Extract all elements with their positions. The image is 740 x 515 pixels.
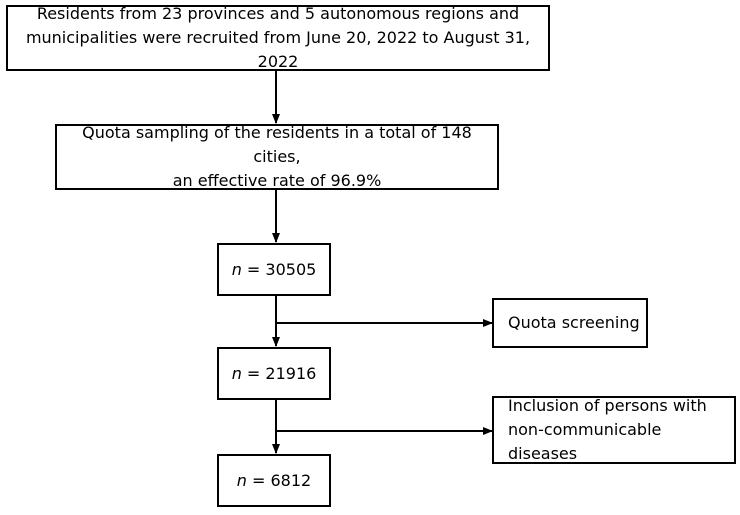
n-symbol: n [231, 259, 242, 279]
quota-sampling-line-1: Quota sampling of the residents in a tot… [82, 123, 472, 166]
n-symbol: n [231, 363, 242, 383]
quota-sampling-line-2: an effective rate of 96.9% [172, 171, 382, 190]
n-value: 21916 [265, 363, 317, 383]
n-6812-box: n = 6812 [217, 454, 331, 507]
n-30505-box: n = 30505 [217, 243, 331, 296]
n-21916-label: n = 21916 [232, 362, 317, 386]
n-value: 30505 [265, 259, 317, 279]
quota-screening-label: Quota screening [508, 313, 640, 332]
quota-screening-box: Quota screening [492, 298, 648, 348]
recruitment-line-2: municipalities were recruited from June … [25, 28, 531, 71]
n-30505-label: n = 30505 [232, 258, 317, 282]
equals-sign: = [241, 259, 266, 279]
n-symbol: n [236, 470, 247, 490]
equals-sign: = [246, 470, 271, 490]
recruitment-line-1: Residents from 23 provinces and 5 autono… [36, 4, 520, 23]
equals-sign: = [241, 363, 266, 383]
quota-sampling-box: Quota sampling of the residents in a tot… [55, 123, 499, 190]
inclusion-line-1: Inclusion of persons with [508, 396, 707, 415]
inclusion-line-2: non-communicable diseases [508, 420, 662, 463]
n-21916-box: n = 21916 [217, 347, 331, 400]
inclusion-box: Inclusion of persons with non-communicab… [492, 396, 736, 464]
n-value: 6812 [270, 470, 312, 490]
n-6812-label: n = 6812 [237, 469, 311, 493]
recruitment-box: Residents from 23 provinces and 5 autono… [6, 4, 550, 71]
